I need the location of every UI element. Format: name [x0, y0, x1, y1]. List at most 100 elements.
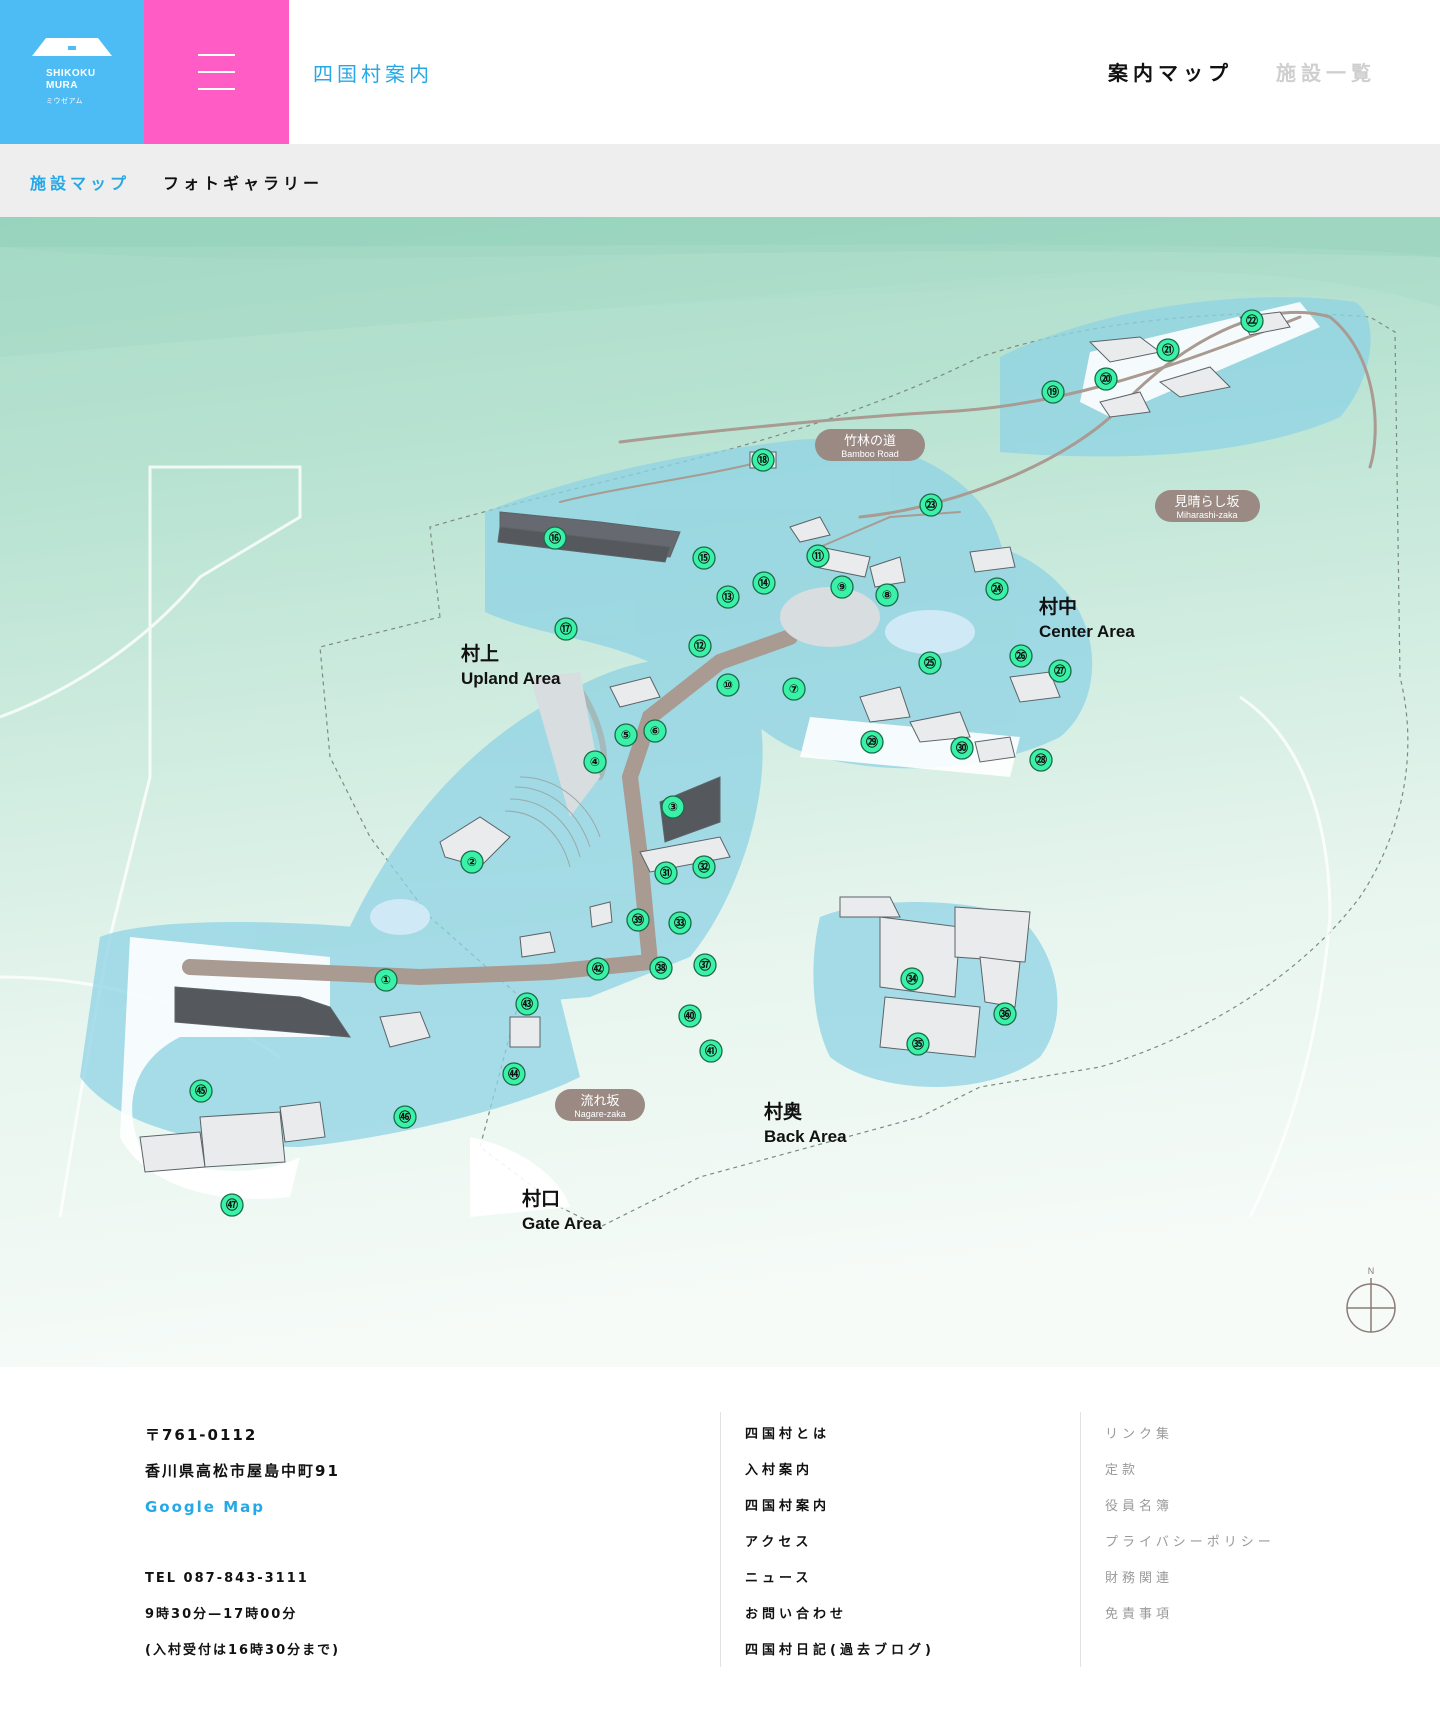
- svg-text:村中: 村中: [1039, 595, 1077, 618]
- svg-text:㊸: ㊸: [521, 996, 533, 1011]
- svg-text:㊶: ㊶: [705, 1043, 717, 1058]
- svg-text:②: ②: [467, 855, 477, 869]
- marker-30[interactable]: ㉚: [950, 736, 974, 760]
- map-canvas: 竹林の道 Bamboo Road 見晴らし坂 Miharashi-zaka 流れ…: [0, 217, 1440, 1367]
- svg-text:㉒: ㉒: [1246, 313, 1258, 328]
- tab-facility-map[interactable]: 施設マップ: [30, 174, 131, 193]
- marker-39[interactable]: ㊴: [626, 908, 650, 932]
- marker-45[interactable]: ㊺: [189, 1079, 213, 1103]
- marker-40[interactable]: ㊵: [678, 1004, 702, 1028]
- area-label-center: 村中 Center Area: [1039, 595, 1135, 641]
- menu-icon-line: [198, 54, 235, 56]
- footer-link-access[interactable]: アクセス: [745, 1535, 813, 1550]
- footer-link-news[interactable]: ニュース: [745, 1571, 813, 1586]
- marker-22[interactable]: ㉒: [1240, 309, 1264, 333]
- marker-27[interactable]: ㉗: [1048, 659, 1072, 683]
- road-label-miharashi: 見晴らし坂 Miharashi-zaka: [1155, 490, 1260, 522]
- marker-3[interactable]: ③: [661, 795, 685, 819]
- marker-14[interactable]: ⑭: [752, 571, 776, 595]
- marker-2[interactable]: ②: [460, 850, 484, 874]
- marker-34[interactable]: ㉞: [900, 967, 924, 991]
- marker-44[interactable]: ㊹: [502, 1062, 526, 1086]
- marker-38[interactable]: ㊳: [649, 956, 673, 980]
- marker-37[interactable]: ㊲: [693, 953, 717, 977]
- logo[interactable]: SHIKOKU MURA ミウゼアム: [0, 0, 144, 144]
- section-title: 四国村案内: [313, 62, 433, 86]
- marker-21[interactable]: ㉑: [1156, 338, 1180, 362]
- marker-26[interactable]: ㉖: [1009, 644, 1033, 668]
- menu-icon-line: [198, 88, 235, 90]
- svg-text:㉕: ㉕: [924, 655, 936, 670]
- marker-29[interactable]: ㉙: [860, 730, 884, 754]
- area-label-back: 村奥 Back Area: [764, 1100, 847, 1146]
- svg-text:⑫: ⑫: [694, 638, 706, 653]
- marker-46[interactable]: ㊻: [393, 1105, 417, 1129]
- marker-36[interactable]: ㊱: [993, 1002, 1017, 1026]
- marker-43[interactable]: ㊸: [515, 992, 539, 1016]
- admission-note: (入村受付は16時30分まで): [145, 1643, 341, 1658]
- footer-link-admission[interactable]: 入村案内: [745, 1463, 814, 1478]
- svg-text:㊹: ㊹: [508, 1066, 520, 1081]
- hamburger-menu-button[interactable]: [144, 0, 289, 144]
- marker-25[interactable]: ㉕: [918, 651, 942, 675]
- footer-links-main: 四国村とは 入村案内 四国村案内 アクセス ニュース お問い合わせ 四国村日記(…: [745, 1417, 935, 1669]
- tab-facility-list[interactable]: 施設一覧: [1276, 61, 1376, 85]
- footer-divider: [1080, 1412, 1081, 1667]
- marker-24[interactable]: ㉔: [985, 577, 1009, 601]
- marker-32[interactable]: ㉜: [692, 855, 716, 879]
- svg-text:㉝: ㉝: [674, 915, 686, 930]
- marker-31[interactable]: ㉛: [654, 861, 678, 885]
- area-zones: [80, 297, 1371, 1147]
- menu-icon-line: [198, 71, 235, 73]
- marker-5[interactable]: ⑤: [614, 723, 638, 747]
- marker-23[interactable]: ㉓: [919, 493, 943, 517]
- buildings: [139, 311, 1291, 1173]
- footer-link-contact[interactable]: お問い合わせ: [745, 1607, 848, 1622]
- footer-link-links[interactable]: リンク集: [1105, 1427, 1174, 1442]
- svg-text:㉞: ㉞: [906, 971, 918, 986]
- footer-link-articles[interactable]: 定款: [1105, 1463, 1140, 1478]
- footer-link-diary[interactable]: 四国村日記(過去ブログ): [745, 1643, 935, 1658]
- marker-17[interactable]: ⑰: [554, 617, 578, 641]
- marker-1[interactable]: ①: [374, 968, 398, 992]
- marker-18[interactable]: ⑱: [751, 448, 775, 472]
- marker-33[interactable]: ㉝: [668, 911, 692, 935]
- marker-8[interactable]: ⑧: [875, 583, 899, 607]
- marker-47[interactable]: ㊼: [220, 1193, 244, 1217]
- marker-35[interactable]: ㉟: [906, 1032, 930, 1056]
- marker-16[interactable]: ⑯: [543, 526, 567, 550]
- footer-link-about[interactable]: 四国村とは: [745, 1427, 831, 1442]
- marker-9[interactable]: ⑨: [830, 575, 854, 599]
- svg-text:⑮: ⑮: [698, 550, 710, 565]
- site-footer: 〒761-0112 香川県高松市屋島中町91 Google Map TEL 08…: [0, 1367, 1440, 1726]
- marker-11[interactable]: ⑪: [806, 544, 830, 568]
- marker-19[interactable]: ⑲: [1041, 380, 1065, 404]
- marker-28[interactable]: ㉘: [1029, 748, 1053, 772]
- marker-7[interactable]: ⑦: [782, 677, 806, 701]
- tab-photo-gallery[interactable]: フォトギャラリー: [163, 174, 324, 193]
- footer-link-guide[interactable]: 四国村案内: [745, 1499, 831, 1514]
- footer-links-sub: リンク集 定款 役員名簿 プライバシーポリシー 財務関連 免責事項: [1105, 1417, 1275, 1633]
- footer-link-privacy[interactable]: プライバシーポリシー: [1105, 1535, 1275, 1550]
- svg-text:㊳: ㊳: [655, 960, 667, 975]
- svg-text:⑪: ⑪: [812, 548, 824, 563]
- marker-41[interactable]: ㊶: [699, 1039, 723, 1063]
- marker-4[interactable]: ④: [583, 750, 607, 774]
- marker-12[interactable]: ⑫: [688, 634, 712, 658]
- svg-text:㊲: ㊲: [699, 957, 711, 972]
- logo-roof-icon: [32, 38, 112, 56]
- svg-text:⑳: ⑳: [1100, 371, 1112, 386]
- footer-link-finance[interactable]: 財務関連: [1105, 1571, 1174, 1586]
- svg-text:①: ①: [381, 973, 391, 987]
- marker-15[interactable]: ⑮: [692, 546, 716, 570]
- tab-guide-map[interactable]: 案内マップ: [1108, 61, 1233, 85]
- logo-subtext: ミウゼアム: [46, 98, 84, 105]
- footer-link-disclaimer[interactable]: 免責事項: [1105, 1607, 1174, 1622]
- marker-20[interactable]: ⑳: [1094, 367, 1118, 391]
- marker-10[interactable]: ⑩: [716, 673, 740, 697]
- marker-6[interactable]: ⑥: [643, 719, 667, 743]
- marker-42[interactable]: ㊷: [586, 957, 610, 981]
- marker-13[interactable]: ⑬: [716, 585, 740, 609]
- google-map-link[interactable]: Google Map: [145, 1498, 265, 1516]
- footer-link-officers[interactable]: 役員名簿: [1105, 1499, 1174, 1514]
